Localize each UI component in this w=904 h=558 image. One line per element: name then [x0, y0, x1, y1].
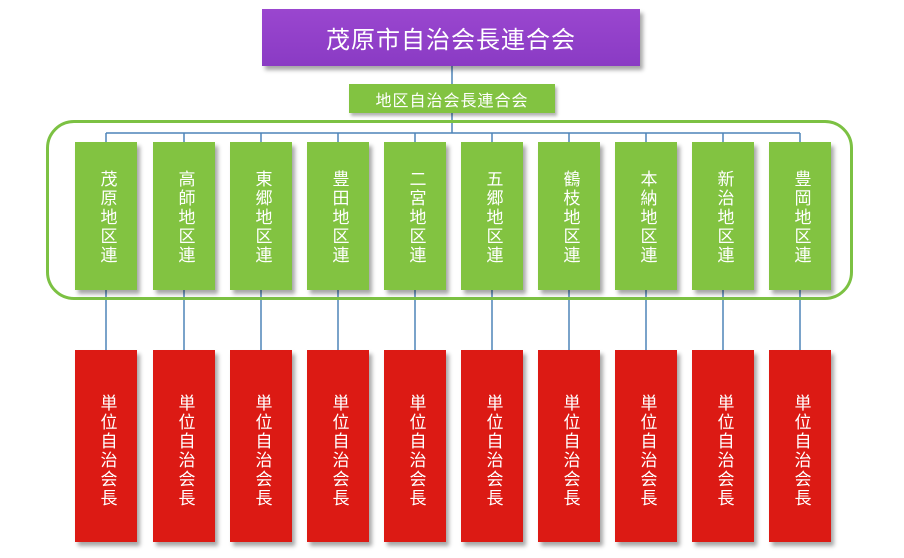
unit-label: 単位自治会長: [174, 394, 195, 508]
district-group-frame: [46, 120, 853, 300]
unit-label: 単位自治会長: [636, 394, 657, 508]
district-label: 豊岡地区連: [790, 170, 811, 265]
unit-label: 単位自治会長: [405, 394, 426, 508]
top-organization: 茂原市自治会長連合会: [262, 9, 640, 66]
unit-label: 単位自治会長: [713, 394, 734, 508]
unit-box: 単位自治会長: [769, 350, 831, 542]
district-box: 二宮地区連: [384, 142, 446, 290]
district-box: 豊田地区連: [307, 142, 369, 290]
district-federation-label: 地区自治会長連合会: [375, 90, 529, 110]
unit-box: 単位自治会長: [538, 350, 600, 542]
unit-box: 単位自治会長: [461, 350, 523, 542]
district-label: 二宮地区連: [405, 170, 426, 265]
district-box: 五郷地区連: [461, 142, 523, 290]
unit-box: 単位自治会長: [75, 350, 137, 542]
unit-label: 単位自治会長: [790, 394, 811, 508]
district-label: 高師地区連: [174, 170, 195, 265]
district-label: 鶴枝地区連: [559, 170, 580, 265]
district-label: 豊田地区連: [328, 170, 349, 265]
district-box: 鶴枝地区連: [538, 142, 600, 290]
unit-box: 単位自治会長: [230, 350, 292, 542]
unit-label: 単位自治会長: [251, 394, 272, 508]
district-box: 茂原地区連: [75, 142, 137, 290]
unit-box: 単位自治会長: [615, 350, 677, 542]
unit-box: 単位自治会長: [384, 350, 446, 542]
top-organization-label: 茂原市自治会長連合会: [326, 26, 576, 54]
unit-label: 単位自治会長: [559, 394, 580, 508]
district-box: 本納地区連: [615, 142, 677, 290]
district-box: 新治地区連: [692, 142, 754, 290]
district-box: 豊岡地区連: [769, 142, 831, 290]
unit-label: 単位自治会長: [96, 394, 117, 508]
district-federation: 地区自治会長連合会: [349, 84, 555, 113]
unit-label: 単位自治会長: [482, 394, 503, 508]
district-label: 五郷地区連: [482, 170, 503, 265]
district-box: 東郷地区連: [230, 142, 292, 290]
district-box: 高師地区連: [153, 142, 215, 290]
district-label: 新治地区連: [713, 170, 734, 265]
unit-box: 単位自治会長: [692, 350, 754, 542]
unit-box: 単位自治会長: [153, 350, 215, 542]
district-label: 茂原地区連: [96, 170, 117, 265]
unit-box: 単位自治会長: [307, 350, 369, 542]
district-label: 本納地区連: [636, 170, 657, 265]
unit-label: 単位自治会長: [328, 394, 349, 508]
district-label: 東郷地区連: [251, 170, 272, 265]
